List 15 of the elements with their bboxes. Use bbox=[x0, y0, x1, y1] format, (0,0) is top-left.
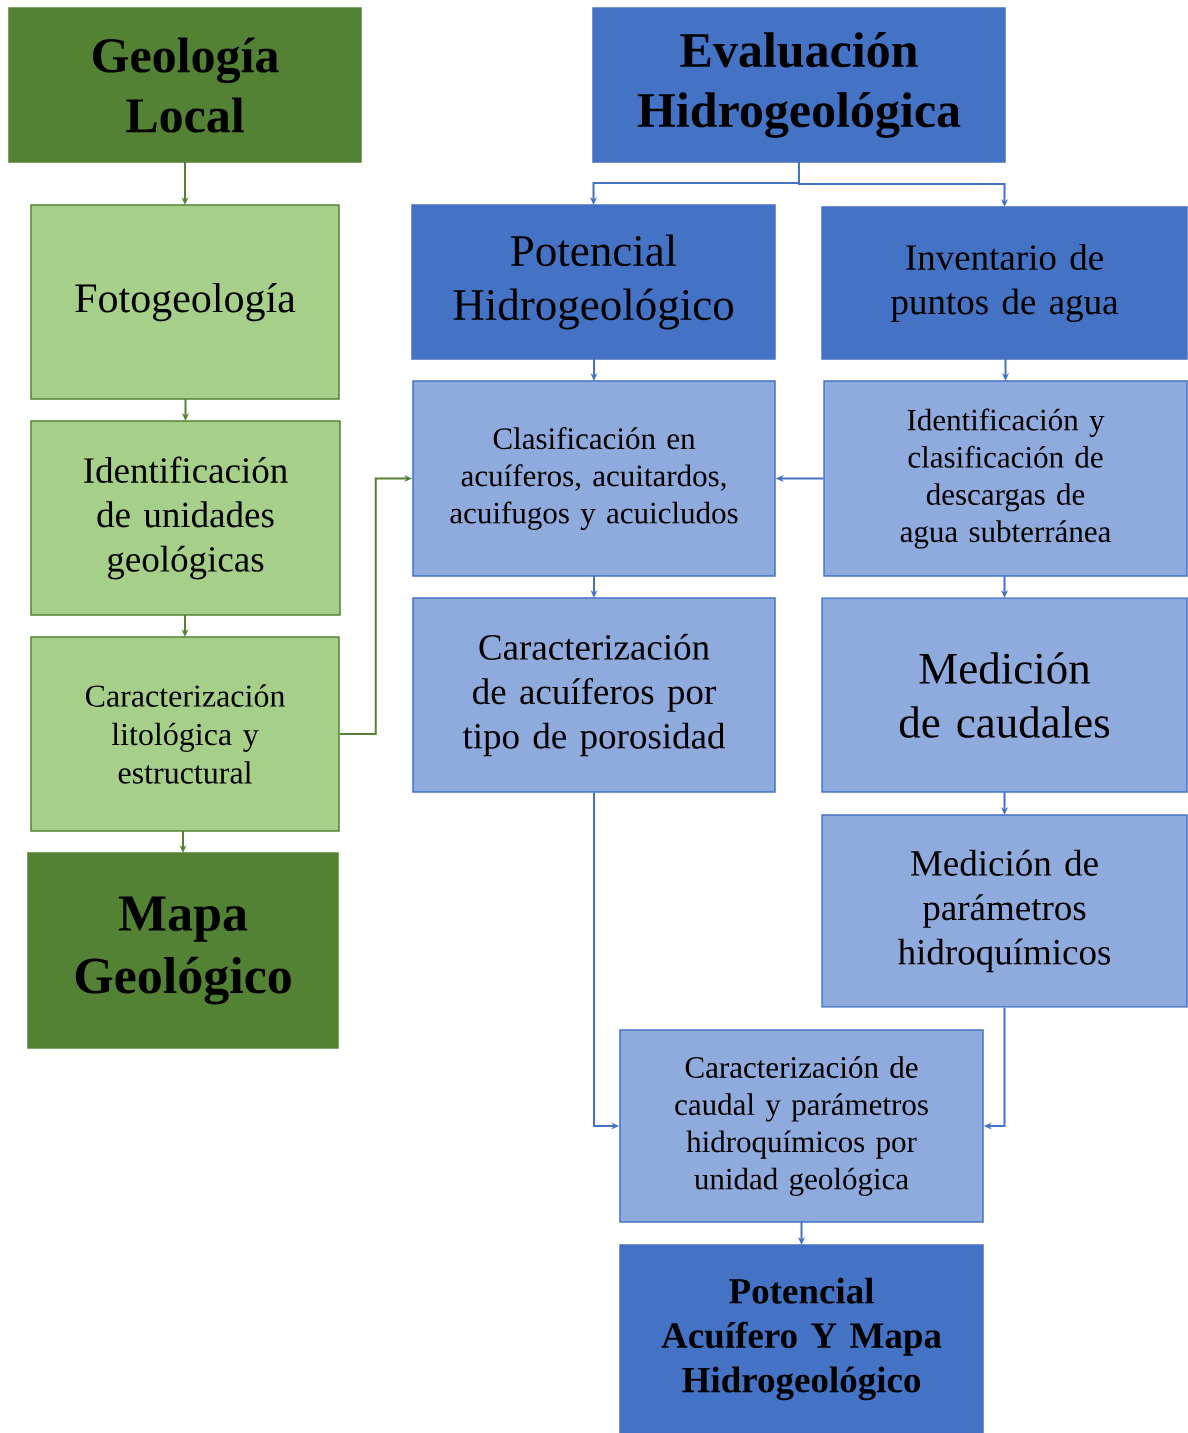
process-box: Medición de caudales bbox=[821, 597, 1188, 793]
process-box: Fotogeología bbox=[30, 204, 340, 400]
process-box: Caracterización de caudal y parámetros hidroquímicos por unidad geológica bbox=[619, 1029, 984, 1223]
process-box: Caracterización de acuíferos por tipo de porosidad bbox=[412, 597, 776, 793]
process-box: Identificación y clasificación de descargas de agua subterránea bbox=[823, 380, 1188, 577]
result-box: Mapa Geológico bbox=[27, 852, 339, 1049]
process-box: Identificación de unidades geológicas bbox=[30, 420, 341, 616]
title-box: Geología Local bbox=[8, 7, 362, 163]
result-box: Potencial Acuífero Y Mapa Hidrogeológico bbox=[619, 1244, 984, 1433]
process-box: Inventario de puntos de agua bbox=[821, 206, 1188, 360]
process-box: Potencial Hidrogeológico bbox=[411, 204, 776, 360]
title-box: Evaluación Hidrogeológica bbox=[592, 7, 1006, 163]
process-box: Medición de parámetros hidroquímicos bbox=[821, 814, 1188, 1008]
process-box: Caracterización litológica y estructural bbox=[30, 636, 340, 832]
process-box: Clasificación en acuíferos, acuitardos, acuifugos y acuicludos bbox=[412, 380, 776, 577]
